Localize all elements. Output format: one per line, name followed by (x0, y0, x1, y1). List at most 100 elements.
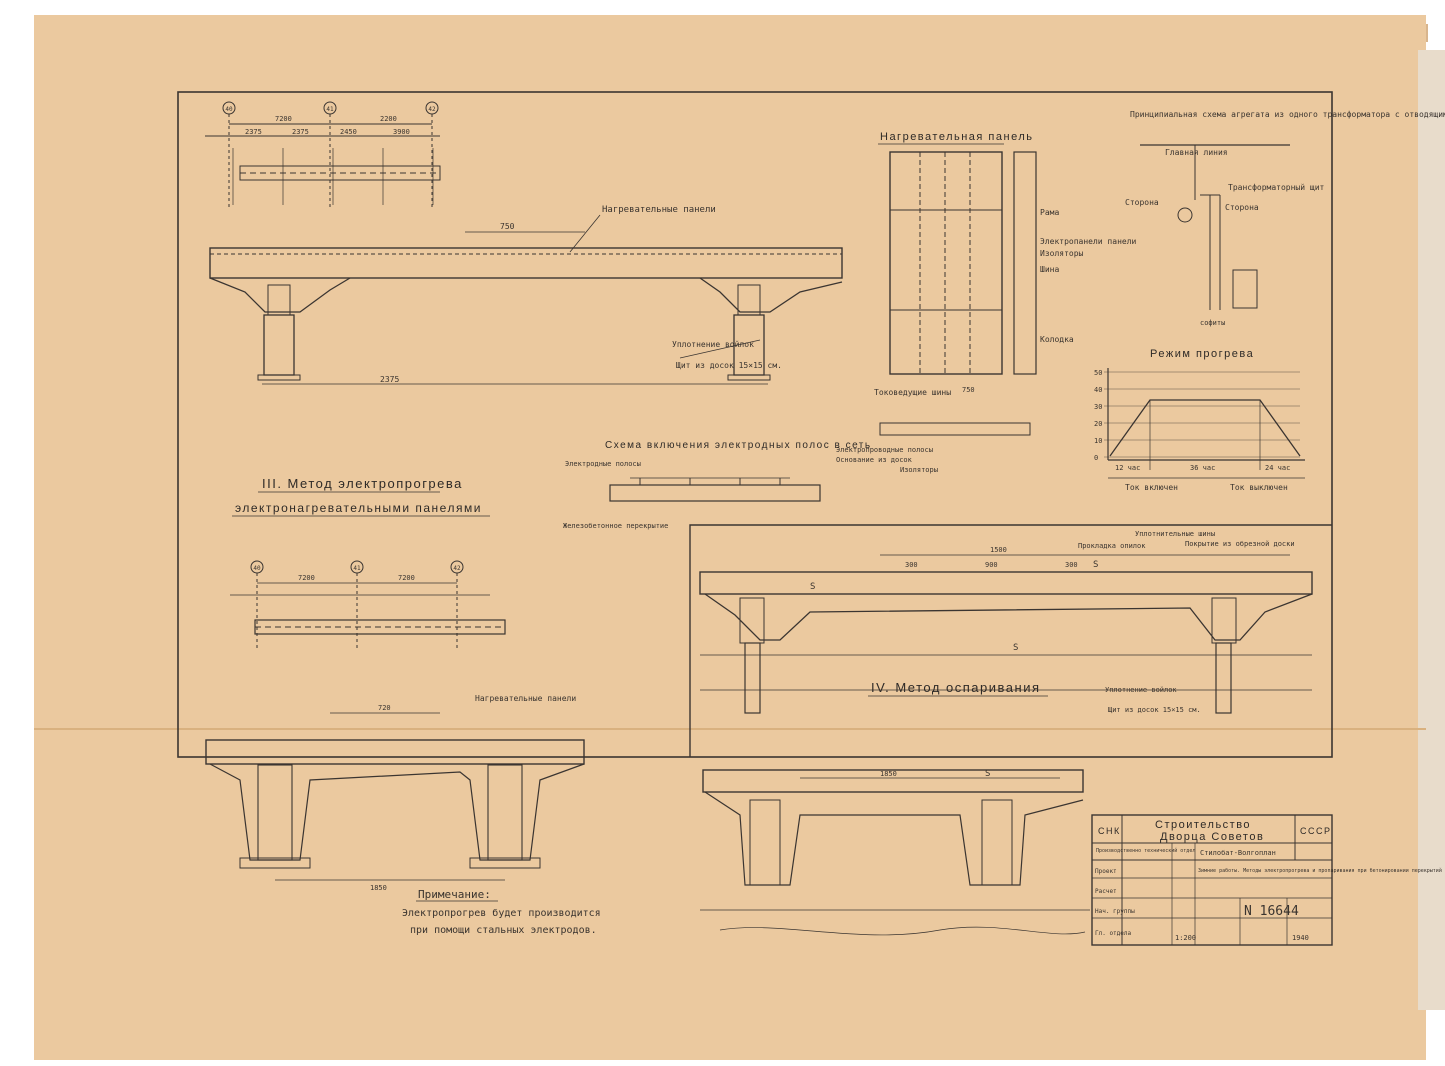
title-block-title-2: Дворца Советов (1160, 831, 1264, 843)
heating-mode-phase-2: 36 час (1190, 464, 1215, 472)
method3-axis-40: 40 (253, 565, 261, 572)
heating-panel-label-3: Изоляторы (1040, 249, 1084, 258)
method3-title-line1: III. Метод электропрогрева (262, 476, 463, 491)
principal-scheme-side-a: Сторона (1125, 198, 1159, 207)
heating-panel-bus-label: Токоведущие шины (874, 388, 951, 397)
method4: 1500 300 900 300 S S S Уплотнительные ши… (699, 530, 1313, 936)
method3-note-line1: Электропрогрев будет производится (402, 907, 601, 919)
method3-section-dim-bottom: 1850 (370, 884, 387, 892)
plan-dim-3: 2375 (245, 128, 262, 136)
method4-frame (689, 524, 1332, 757)
fold-line (34, 728, 1426, 730)
heating-mode-tick: 20 (1094, 420, 1102, 428)
method3-plan-dim-2: 7200 (398, 574, 415, 582)
heating-mode-tick: 10 (1094, 437, 1102, 445)
method4-dim-2: 300 (905, 561, 918, 569)
method4-label-1: Уплотнительные шины (1135, 530, 1215, 538)
heating-panel-title: Нагревательная панель (880, 131, 1033, 143)
method4-label-2: Прокладка опилок (1078, 542, 1146, 550)
heating-mode-chart: Режим прогрева 50 40 30 20 10 0 12 час 36 час… (1094, 348, 1305, 492)
title-block-dept: Производственно технический отдел (1096, 848, 1195, 854)
title-block-org: СНК (1098, 826, 1121, 836)
axis-label-41: 41 (326, 106, 334, 113)
section-top-seal-label: Уплотнение войлок (672, 340, 754, 349)
axis-label-40: 40 (225, 106, 233, 113)
axis-label-42: 42 (428, 106, 436, 113)
title-block-sheet-no: N 16644 (1244, 904, 1299, 919)
principal-scheme: Принципиальная схема агрегата из одного … (1125, 109, 1445, 327)
section-top-dim: 750 (500, 222, 515, 231)
drawing-frame (177, 91, 1333, 758)
plan-dim-4: 2375 (292, 128, 309, 136)
principal-scheme-sofits: софиты (1200, 319, 1225, 327)
method4-dim-1: 1500 (990, 546, 1007, 554)
section-top-shield-label: Щит из досок 15×15 см. (676, 361, 782, 370)
method3-scheme-label-2: Железобетонное перекрытие (563, 522, 668, 530)
title-block-work: Зимние работы. Методы электропрогрева и … (1198, 867, 1442, 874)
title-block-country: СССР (1300, 826, 1332, 836)
heating-mode-curve (1109, 399, 1301, 457)
heating-panel-detail-3: Изоляторы (900, 466, 938, 474)
method4-mark-2: S (1093, 560, 1098, 570)
heating-mode-footer-1: Ток включен (1125, 483, 1178, 492)
heating-panel-label-4: Шина (1040, 265, 1059, 274)
method3-note-line2: при помощи стальных электродов. (410, 925, 597, 936)
method3-scheme-title: Схема включения электродных полос в сеть (605, 440, 872, 451)
section-top-panels-label: Нагревательные панели (602, 205, 716, 215)
title-block-row-4: Гл. отдела (1095, 930, 1132, 937)
title-block-row-2: Расчет (1095, 888, 1117, 895)
plan-top: 40 41 42 7200 2200 2375 2375 2450 3900 (205, 101, 441, 210)
heating-panel-label-5: Колодка (1040, 335, 1074, 344)
method3-title-line2: электронагревательными панелями (235, 501, 482, 515)
title-block-scale: 1:200 (1175, 934, 1196, 942)
method4-label-5: Щит из досок 15×15 см. (1108, 706, 1201, 714)
back-page-edge (1418, 50, 1445, 1010)
section-top: 2375 750 Нагревательные панели Уплотнени… (209, 205, 843, 385)
method4-label-3: Покрытие из обрезной доски (1185, 540, 1295, 548)
heating-mode-footer-2: Ток выключен (1230, 483, 1288, 492)
method3-axis-42: 42 (453, 565, 461, 572)
heating-panel: Нагревательная панель 750 Рама Электропа… (836, 131, 1137, 474)
principal-scheme-side-b: Сторона (1225, 203, 1259, 212)
heating-panel-detail-2: Основание из досок (836, 456, 913, 464)
method3-plan-dim-1: 7200 (298, 574, 315, 582)
heating-panel-label-2: Электропанели панели (1040, 237, 1137, 246)
method4-label-4: Уплотнение войлок (1105, 686, 1177, 694)
title-block-title-1: Строительство (1155, 819, 1251, 831)
title-block-row-3: Нач. группы (1095, 908, 1135, 915)
title-block-date: 1940 (1292, 934, 1309, 942)
section-top-span: 2375 (380, 375, 399, 384)
heating-panel-width: 750 (962, 386, 975, 394)
method4-title: IV. Метод оспаривания (871, 680, 1041, 695)
heating-mode-phase-3: 24 час (1265, 464, 1290, 472)
principal-scheme-main-line: Главная линия (1165, 148, 1228, 157)
plan-dim-5: 2450 (340, 128, 357, 136)
method4-dim-5: 1850 (880, 770, 897, 778)
method3-axis-41: 41 (353, 565, 361, 572)
title-block-section: Стилобат-Волгоплан (1200, 849, 1276, 857)
title-block: СНК Строительство Дворца Советов СССР Пр… (1091, 814, 1442, 946)
heating-mode-tick: 50 (1094, 369, 1102, 377)
heating-mode-title: Режим прогрева (1150, 348, 1254, 360)
method3-section-dim-top: 720 (378, 704, 391, 712)
method3-scheme-label-1: Электродные полосы (565, 460, 641, 468)
plan-dim-6: 3900 (393, 128, 410, 136)
heating-mode-tick: 0 (1094, 454, 1098, 462)
plan-dim-1: 7200 (275, 115, 292, 123)
method4-mark-4: S (985, 769, 990, 779)
method4-mark-1: S (810, 582, 815, 592)
heating-mode-phase-1: 12 час (1115, 464, 1140, 472)
plan-dim-2: 2200 (380, 115, 397, 123)
heating-mode-tick: 30 (1094, 403, 1102, 411)
heating-panel-detail-1: Электропроводные полосы (836, 446, 933, 454)
method3-section-label: Нагревательные панели (475, 694, 576, 703)
drawing-sheet (34, 15, 1426, 1060)
heating-panel-label-1: Рама (1040, 208, 1059, 217)
method3-note-title: Примечание: (418, 888, 491, 901)
heating-mode-tick: 40 (1094, 386, 1102, 394)
method4-dim-4: 300 (1065, 561, 1078, 569)
principal-scheme-title: Принципиальная схема агрегата из одного … (1130, 109, 1445, 119)
principal-scheme-switch: Трансформаторный щит (1228, 183, 1325, 192)
method4-mark-3: S (1013, 643, 1018, 653)
